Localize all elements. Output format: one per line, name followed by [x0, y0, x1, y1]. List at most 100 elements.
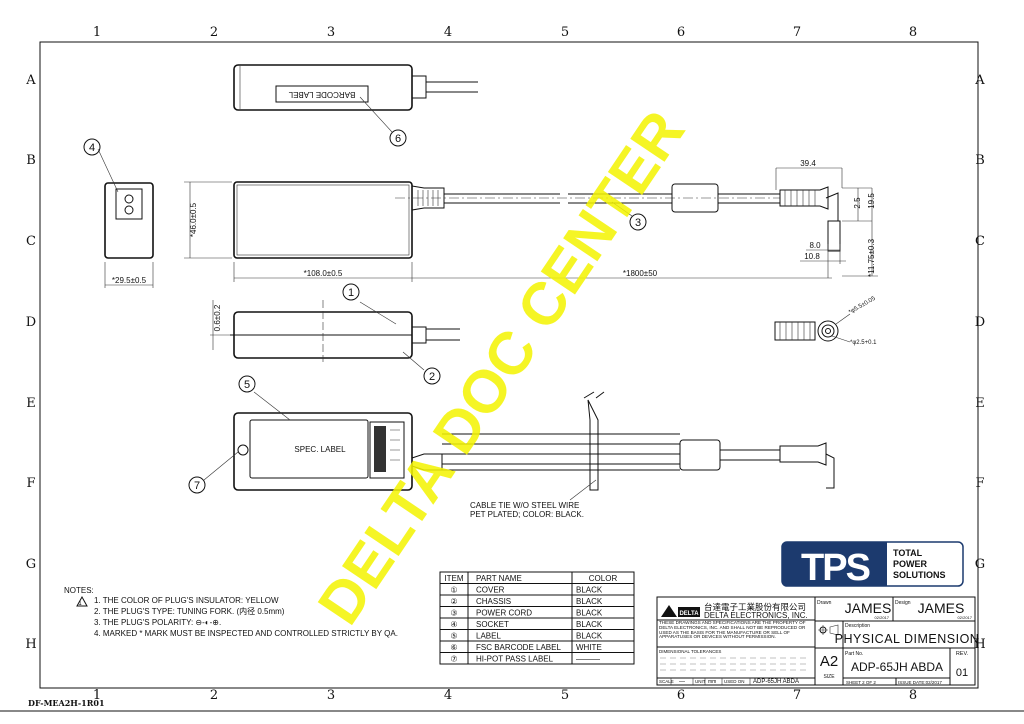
tps-line-3: SOLUTIONS — [893, 570, 946, 580]
balloon-1: 1 — [348, 287, 354, 299]
note-4: 4. MARKED * MARK MUST BE INSPECTED AND C… — [94, 629, 398, 638]
barcode-label-area — [275, 85, 369, 103]
notes: NOTES: 1 1. THE COLOR OF PLUG'S INSULATO… — [64, 586, 398, 638]
col-label: 6 — [677, 25, 685, 40]
dim-length: *108.0±0.5 — [304, 269, 343, 278]
row-label: E — [975, 396, 985, 411]
balloon-7: 7 — [194, 480, 200, 492]
table-cell: HI-POT PASS LABEL — [476, 655, 554, 664]
projection-symbol-icon — [818, 624, 839, 636]
col-label: 8 — [909, 688, 917, 703]
table-cell: ② — [450, 597, 457, 606]
row-label: B — [26, 153, 36, 168]
balloons: 1 2 3 4 5 6 7 — [83, 129, 647, 494]
col-label: 6 — [677, 688, 685, 703]
drawn-label: Drawn — [817, 600, 832, 606]
row-label: H — [974, 637, 985, 652]
row-label: D — [975, 315, 985, 330]
description-label: Description — [845, 623, 870, 629]
col-label: 4 — [444, 25, 452, 40]
table-header: PART NAME — [476, 574, 522, 583]
row-label: G — [26, 557, 36, 572]
size-value: A2 — [820, 653, 838, 670]
table-cell: CHASSIS — [476, 597, 511, 606]
side-view — [230, 300, 460, 371]
tps-line-1: TOTAL — [893, 548, 923, 558]
row-label: A — [25, 73, 36, 88]
disclaimer: THESE DRAWINGS AND SPECIFICATIONS ARE TH… — [659, 621, 806, 640]
dim-plug-8: 8.0 — [809, 241, 821, 250]
table-cell: BLACK — [576, 632, 603, 641]
col-label: 7 — [793, 25, 801, 40]
used-on-label: USED ON — [724, 679, 745, 684]
sheet: SHEET 2 OF 2 — [846, 680, 876, 685]
description: PHYSICAL DIMENSION — [835, 632, 980, 646]
col-label: 3 — [327, 688, 335, 703]
cable-tie-note-2: PET PLATED; COLOR: BLACK. — [470, 510, 584, 519]
table-cell: WHITE — [576, 643, 602, 652]
top-view: BARCODE LABEL — [233, 64, 478, 133]
row-label: F — [975, 476, 984, 491]
tps-mark: TPS — [801, 547, 870, 589]
dim-plug-39: 39.4 — [800, 159, 816, 168]
company-en: DELTA ELECTRONICS, INC. — [704, 611, 808, 620]
dim-height: *46.0±0.5 — [189, 202, 198, 237]
svg-text:1: 1 — [78, 601, 82, 607]
design-name: JAMES — [918, 600, 965, 616]
drawing-frame — [39, 41, 979, 689]
cable-tie — [587, 399, 599, 491]
col-label: 7 — [793, 688, 801, 703]
balloon-6: 6 — [395, 133, 401, 145]
socket-view — [97, 148, 154, 259]
table-cell: BLACK — [576, 586, 603, 595]
table-header: COLOR — [589, 574, 618, 583]
tps-line-2: POWER — [893, 559, 928, 569]
col-label: 5 — [561, 688, 569, 703]
barcode-label-text: BARCODE LABEL — [288, 90, 355, 99]
dim-thickness: 0.6±0.2 — [213, 304, 222, 331]
dim-plug-2-5: 2.5 — [853, 197, 862, 209]
table-cell: SOCKET — [476, 620, 509, 629]
col-label: 2 — [210, 688, 218, 703]
bottom-view: SPEC. LABEL CABLE TIE W/O STEEL WIRE PET… — [203, 391, 835, 519]
drawing-number: DF-MEA2H-1R01 — [28, 698, 105, 708]
rev-value: 01 — [956, 667, 968, 679]
row-label: D — [26, 315, 36, 330]
dim-cord: *1800±50 — [623, 269, 658, 278]
scale-label: SCALE — [659, 679, 674, 684]
cable-tie-note-1: CABLE TIE W/O STEEL WIRE — [470, 501, 579, 510]
plug-boot — [779, 186, 829, 210]
col-label: 5 — [561, 25, 569, 40]
table-cell: ——— — [576, 655, 600, 664]
col-label: 1 — [93, 25, 101, 40]
row-label: G — [975, 557, 985, 572]
dim-plug-19-5: 19.5 — [867, 193, 876, 209]
watermark: DELTA DOC CENTER — [305, 99, 697, 636]
row-label: C — [975, 234, 985, 249]
delta-logo-text: DELTA — [679, 611, 699, 617]
scale-value: — — [679, 679, 685, 685]
issue-date: ISSUE DATE:02/2017 — [898, 680, 942, 685]
table-cell: BLACK — [576, 597, 603, 606]
unit-label: UNIT — [695, 679, 706, 684]
row-label: F — [26, 476, 35, 491]
row-label: E — [26, 396, 36, 411]
rev-label: REV. — [956, 651, 969, 657]
table-cell: COVER — [476, 586, 505, 595]
row-label: C — [26, 234, 36, 249]
row-label: H — [25, 637, 36, 652]
design-label: Design — [895, 600, 911, 606]
warning-triangle-icon — [76, 595, 88, 607]
table-cell: ⑥ — [450, 643, 457, 652]
drawn-name: JAMES — [845, 600, 892, 616]
part-no: ADP-65JH ABDA — [851, 660, 943, 674]
hipot-label — [237, 444, 249, 456]
table-cell: LABEL — [476, 632, 501, 641]
table-cell: ③ — [450, 609, 457, 618]
note-3: 3. THE PLUG'S POLARITY: ⊖-◐-⊕. — [94, 618, 221, 627]
table-cell: BLACK — [576, 609, 603, 618]
col-label: 1 — [93, 688, 101, 703]
table-cell: ⑤ — [450, 632, 457, 641]
